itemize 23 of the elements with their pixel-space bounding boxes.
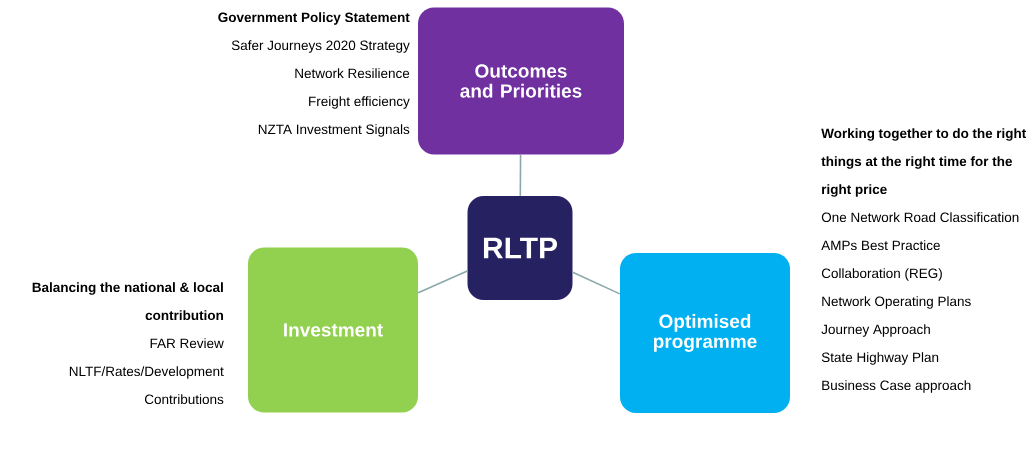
note-list: Government Policy Statement Safer Journeys 2020 Strategy Network Resilience Freight efficiency NZTA Investment Signals — [218, 12, 410, 137]
connector-line — [519, 153, 522, 197]
box: RLTP — [467, 196, 573, 300]
node-label: NZTA Investment Signals — [258, 124, 410, 137]
note-list: Working together to do the right things at the right time for the right price One Network Road Classification AMPs Best Practice Collaboration (REG) Network Operating Plans Journey Approach State Highway Plan Business Case approach — [821, 128, 1027, 393]
box: Outcomes and Priorities — [418, 7, 624, 155]
node-label: Safer Journeys 2020 Strategy — [231, 40, 410, 53]
node-label: Government Policy Statement — [218, 12, 410, 25]
node-label: State Highway Plan — [821, 352, 939, 365]
node-label: Collaboration (REG) — [821, 268, 942, 281]
note-list: Balancing the national & local contribution FAR Review NLTF/Rates/Development Contributions — [32, 282, 224, 405]
node-label: Journey Approach — [821, 324, 930, 337]
node-label: Network Operating Plans — [822, 296, 971, 309]
node-label: Network Resilience — [295, 68, 410, 79]
node-label: Freight efficiency — [309, 96, 410, 109]
node-label: Working together to do the right things at the right time for the right price — [821, 128, 1027, 197]
connector-line — [571, 271, 621, 295]
node-label: AMPs Best Practice — [821, 240, 940, 251]
connector-line — [417, 270, 469, 294]
box: Investment — [248, 247, 418, 413]
node-label: One Network Road Classification — [821, 212, 1019, 223]
box: Optimised programme — [620, 253, 790, 413]
node-label: Business Case approach — [822, 380, 971, 393]
